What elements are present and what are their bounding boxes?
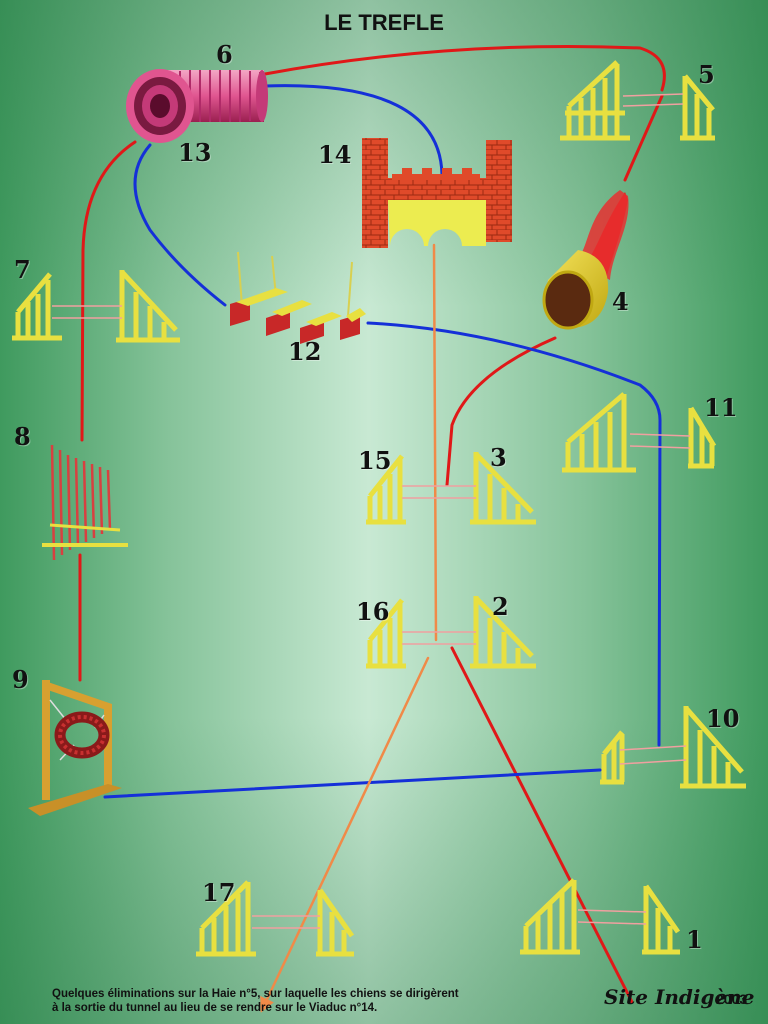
obstacle-number-15: 15 xyxy=(358,446,392,475)
jump-15-3 xyxy=(366,452,536,525)
jump-10 xyxy=(600,706,746,789)
jump-7 xyxy=(12,270,180,343)
jump-16-2 xyxy=(366,596,536,669)
diagram-caption: Quelques éliminations sur la Haie n°5, s… xyxy=(52,987,572,1015)
obstacle-number-17: 17 xyxy=(202,878,236,907)
jump-5 xyxy=(560,60,715,141)
tyre-obstacle xyxy=(28,680,122,816)
obstacle-number-14: 14 xyxy=(318,140,352,169)
obstacle-number-6: 6 xyxy=(216,40,233,69)
obstacle-number-9: 9 xyxy=(12,665,29,694)
diagram-title: LE TREFLE xyxy=(324,10,444,35)
jump-17 xyxy=(196,880,355,957)
viaduct-obstacle xyxy=(362,138,512,248)
chute-obstacle xyxy=(542,190,629,330)
slalom-obstacle xyxy=(230,251,366,344)
tunnel-obstacle xyxy=(126,69,268,143)
jump-1 xyxy=(520,878,681,955)
obstacle-number-7: 7 xyxy=(14,255,31,284)
wall-obstacle xyxy=(42,444,128,561)
orange-path xyxy=(260,243,438,1013)
obstacle-number-2: 2 xyxy=(492,592,509,621)
obstacle-number-11: 11 xyxy=(704,393,738,422)
obstacle-number-10: 10 xyxy=(706,704,740,733)
obstacle-number-5: 5 xyxy=(698,60,715,89)
blue-path xyxy=(103,84,662,799)
jump-11 xyxy=(562,392,717,473)
caption-line-1: Quelques éliminations sur la Haie n°5, s… xyxy=(52,988,459,1000)
obstacle-number-3: 3 xyxy=(490,443,507,472)
obstacle-number-13: 13 xyxy=(178,138,212,167)
obstacle-number-4: 4 xyxy=(612,287,629,316)
obstacle-number-1: 1 xyxy=(686,925,703,954)
caption-line-2: à la sortie du tunnel au lieu de se rend… xyxy=(52,1002,378,1014)
obstacle-number-16: 16 xyxy=(356,597,390,626)
site-signature: Site Indigène xyxy=(604,985,755,1009)
red-path xyxy=(78,44,666,1004)
obstacle-number-8: 8 xyxy=(14,422,31,451)
obstacle-number-12: 12 xyxy=(288,337,322,366)
signature-year: 2003 xyxy=(716,991,748,1007)
